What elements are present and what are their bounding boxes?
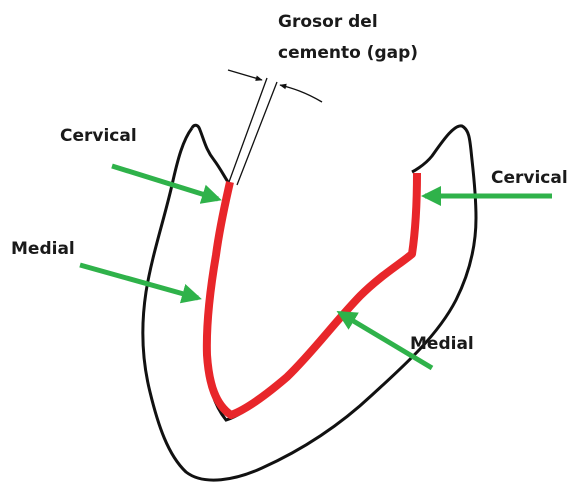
gap-line-right: [237, 82, 277, 185]
label-cervical-right: Cervical: [491, 168, 568, 188]
label-cervical-left: Cervical: [60, 126, 137, 146]
label-medial-right: Medial: [410, 334, 474, 354]
gap-label-line1: Grosor del: [278, 12, 378, 32]
gap-line-left: [229, 78, 267, 182]
tooth-outline: [143, 126, 476, 480]
label-medial-left: Medial: [11, 239, 75, 259]
gap-arrow-right: [280, 85, 322, 102]
arrow-medial-left: [80, 265, 198, 298]
arrow-cervical-left: [112, 166, 218, 199]
gap-arrow-left: [228, 70, 262, 80]
left-cusp-outline: [192, 125, 228, 182]
gap-label-line2: cemento (gap): [278, 43, 418, 63]
cement-line: [207, 173, 417, 415]
